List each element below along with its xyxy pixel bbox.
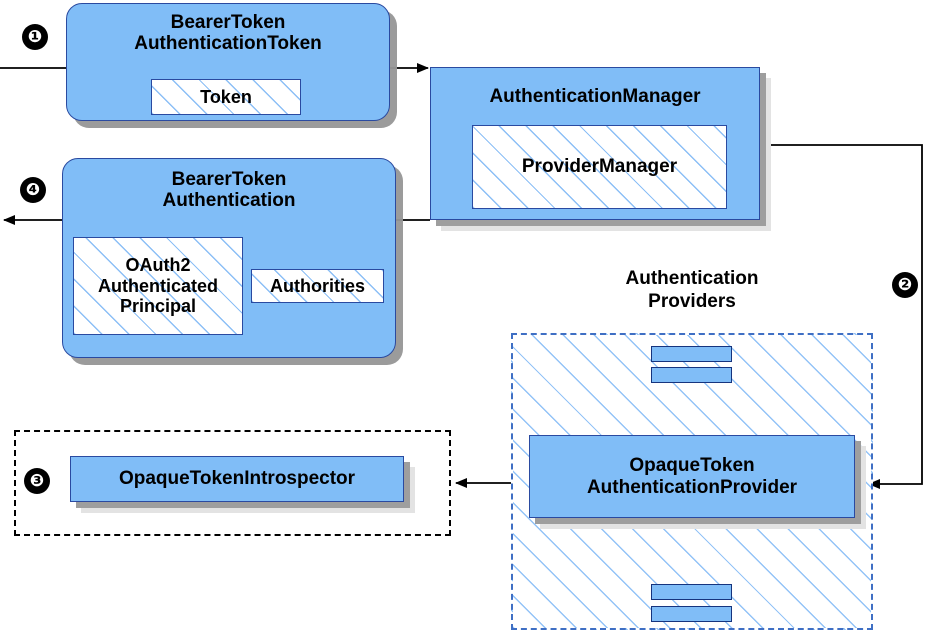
authentication-providers-title-line2: Providers bbox=[648, 290, 736, 312]
connector-manager-to-provider bbox=[760, 144, 923, 489]
inner-principal-line2: Authenticated bbox=[97, 275, 218, 296]
opaque-token-authentication-provider-line2: AuthenticationProvider bbox=[586, 476, 798, 498]
step-marker-1: ❶ bbox=[22, 24, 48, 50]
opaque-token-authentication-provider-line1: OpaqueToken bbox=[629, 455, 755, 477]
inner-provider-manager: ProviderManager bbox=[472, 125, 727, 209]
inner-authorities: Authorities bbox=[251, 269, 384, 303]
node-opaque-token-authentication-provider[interactable]: OpaqueToken AuthenticationProvider bbox=[529, 435, 855, 518]
step-marker-4: ❹ bbox=[20, 177, 46, 203]
opaque-token-introspector-label: OpaqueTokenIntrospector bbox=[118, 468, 356, 490]
authentication-providers-title: Authentication Providers bbox=[561, 268, 823, 314]
authentication-manager-label: AuthenticationManager bbox=[489, 86, 701, 107]
introspector-region bbox=[14, 430, 451, 536]
step-marker-3: ❸ bbox=[24, 468, 50, 494]
bearer-token-authentication-line2: Authentication bbox=[162, 190, 296, 212]
inner-provider-manager-label: ProviderManager bbox=[521, 156, 678, 178]
bearer-token-authentication-token-line1: BearerToken bbox=[170, 12, 286, 33]
provider-stub-bar-top-2 bbox=[651, 367, 732, 383]
inner-token: Token bbox=[151, 79, 301, 115]
inner-authorities-label: Authorities bbox=[269, 275, 365, 296]
node-opaque-token-introspector[interactable]: OpaqueTokenIntrospector bbox=[70, 456, 404, 502]
inner-principal-line1: OAuth2 bbox=[125, 254, 191, 275]
node-bearer-token-authentication[interactable]: BearerToken Authentication OAuth2 Authen… bbox=[62, 158, 396, 358]
bearer-token-authentication-token-line2: AuthenticationToken bbox=[134, 33, 322, 55]
inner-oauth2-authenticated-principal: OAuth2 Authenticated Principal bbox=[73, 237, 243, 335]
provider-stub-bar-bottom-2 bbox=[651, 606, 732, 622]
provider-stub-bar-bottom-1 bbox=[651, 584, 732, 600]
step-marker-2: ❷ bbox=[892, 272, 918, 298]
inner-token-label: Token bbox=[200, 86, 252, 107]
provider-stub-bar-top-1 bbox=[651, 346, 732, 362]
inner-principal-line3: Principal bbox=[119, 296, 196, 317]
bearer-token-authentication-line1: BearerToken bbox=[171, 169, 287, 190]
authentication-providers-title-line1: Authentication bbox=[625, 268, 759, 289]
node-authentication-manager[interactable]: AuthenticationManager ProviderManager bbox=[430, 67, 760, 220]
node-bearer-token-authentication-token[interactable]: BearerToken AuthenticationToken Token bbox=[66, 3, 390, 121]
